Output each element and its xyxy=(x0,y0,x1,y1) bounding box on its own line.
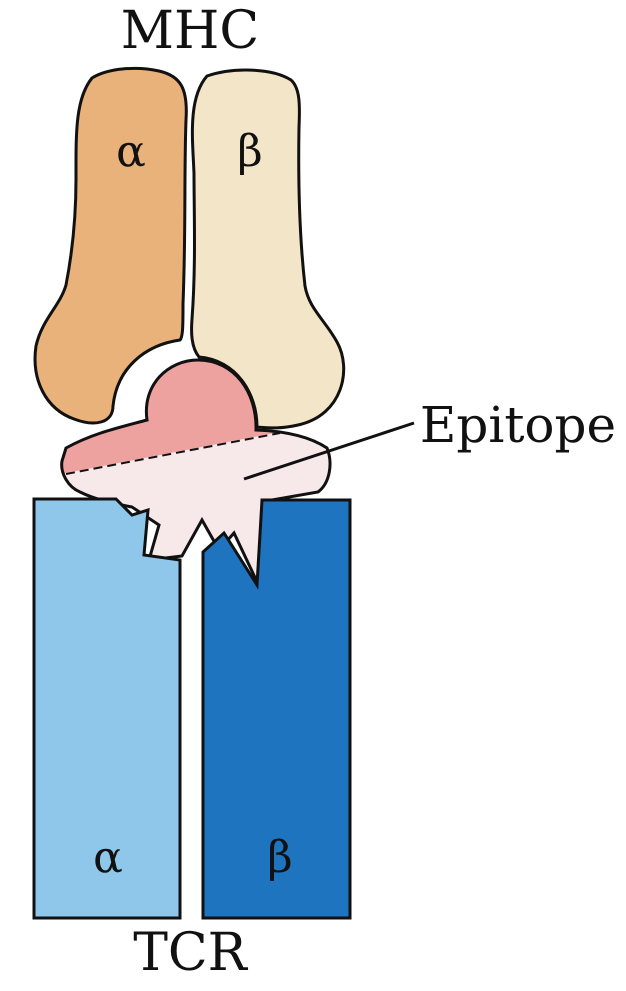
mhc-beta-label: β xyxy=(237,126,262,177)
tcr-alpha-label: α xyxy=(93,832,123,883)
epitope-label: Epitope xyxy=(420,396,616,454)
mhc-alpha-chain xyxy=(35,68,186,423)
mhc-title: MHC xyxy=(121,1,259,61)
tcr-beta-label: β xyxy=(267,832,292,883)
mhc-alpha-label: α xyxy=(116,126,146,177)
tcr-title: TCR xyxy=(133,923,248,983)
